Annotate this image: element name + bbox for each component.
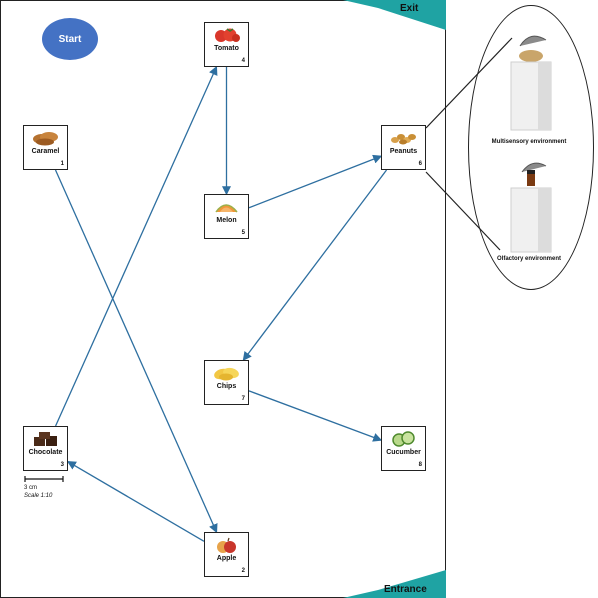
apple-icon bbox=[217, 537, 236, 553]
station-label: Apple bbox=[216, 555, 237, 562]
start-marker: Start bbox=[42, 18, 98, 60]
station-tomato: Tomato 4 bbox=[204, 22, 249, 67]
station-apple: Apple 2 bbox=[204, 532, 249, 577]
environment-label-multisensory: Multisensory environment bbox=[491, 139, 567, 145]
route-arrow-peanuts-to-chips bbox=[242, 169, 388, 362]
station-label: Chips bbox=[216, 383, 237, 390]
pedestal-with-open-cloche-icon bbox=[510, 35, 552, 131]
station-melon: Melon 5 bbox=[204, 194, 249, 239]
pedestal-with-vial-and-cloche-icon bbox=[510, 162, 552, 253]
chocolate-icon bbox=[34, 432, 57, 446]
station-label: Melon bbox=[216, 217, 237, 224]
exit-door-marker bbox=[343, 0, 446, 30]
station-number: 8 bbox=[418, 462, 422, 468]
chips-icon bbox=[214, 367, 239, 381]
station-chocolate: Chocolate 3 bbox=[23, 426, 68, 471]
exit-label: Exit bbox=[400, 3, 419, 14]
route-arrow-chips-to-cucumber bbox=[248, 390, 383, 442]
melon-icon bbox=[215, 204, 238, 213]
station-number: 4 bbox=[241, 58, 245, 64]
station-number: 2 bbox=[241, 568, 245, 574]
tomato-icon bbox=[215, 28, 240, 42]
entrance-door-marker bbox=[343, 570, 446, 598]
station-label: Peanuts bbox=[389, 148, 418, 155]
station-chips: Chips 7 bbox=[204, 360, 249, 405]
environment-callout bbox=[468, 5, 594, 290]
entrance-label: Entrance bbox=[384, 584, 427, 595]
station-label: Chocolate bbox=[28, 449, 63, 456]
cucumber-icon bbox=[392, 431, 415, 447]
peanuts-icon bbox=[391, 134, 416, 145]
route-arrow-melon-to-peanuts bbox=[248, 154, 383, 209]
station-number: 3 bbox=[60, 462, 64, 468]
station-number: 5 bbox=[241, 230, 245, 236]
station-cucumber: Cucumber 8 bbox=[381, 426, 426, 471]
scale-ratio: Scale 1:10 bbox=[24, 493, 53, 499]
caramel-icon bbox=[33, 132, 58, 146]
scale-bar bbox=[24, 476, 64, 482]
scale-length: 3 cm bbox=[24, 485, 38, 491]
station-label: Caramel bbox=[31, 148, 60, 155]
station-caramel: Caramel 1 bbox=[23, 125, 68, 170]
station-number: 6 bbox=[418, 161, 422, 167]
route-arrow-caramel-to-apple bbox=[54, 169, 218, 534]
station-label: Tomato bbox=[214, 45, 239, 52]
station-number: 1 bbox=[60, 161, 64, 167]
station-peanuts: Peanuts 6 bbox=[381, 125, 426, 170]
environment-label-olfactory: Olfactory environment bbox=[496, 256, 561, 262]
route-arrow-chocolate-to-tomato bbox=[54, 65, 218, 427]
station-label: Cucumber bbox=[386, 449, 421, 456]
station-number: 7 bbox=[241, 396, 245, 402]
route-arrow-apple-to-chocolate bbox=[66, 461, 205, 542]
